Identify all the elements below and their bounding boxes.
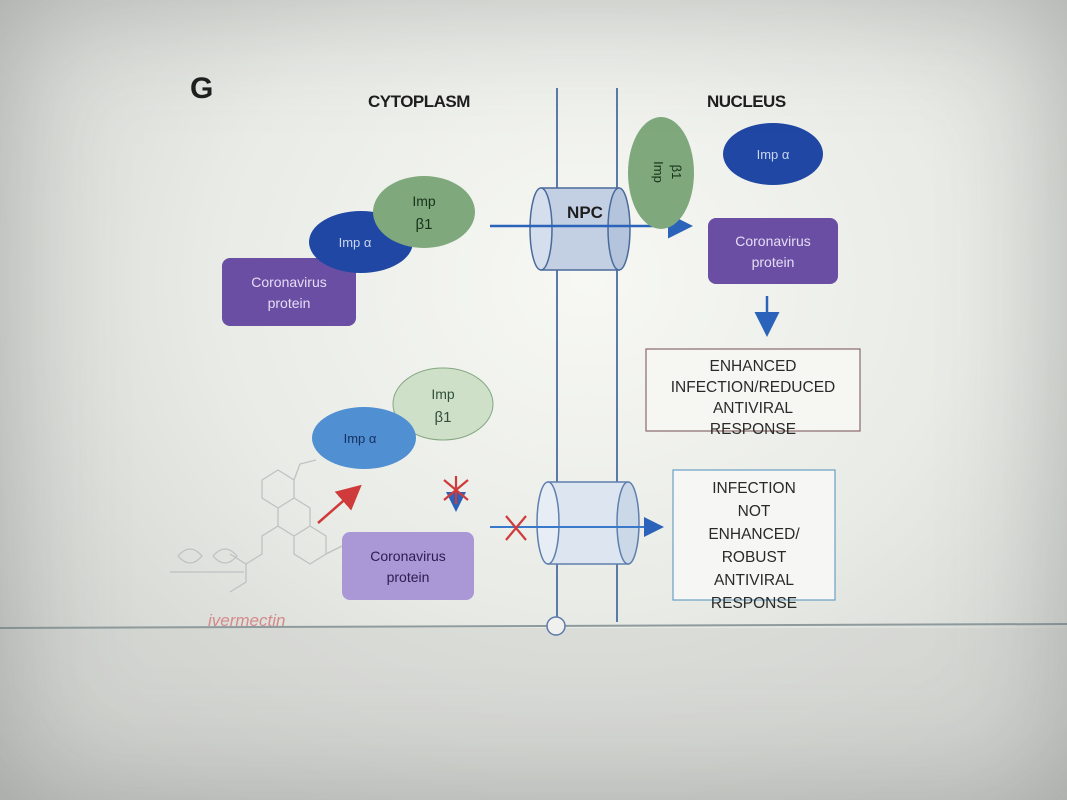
panel-letter: G [190,72,213,105]
cv-protein-cytoplasm [222,258,356,326]
imp-beta-free-label-2: β1 [435,409,452,426]
nucleus-header: NUCLEUS [707,92,786,111]
outcome-bottom-line: ENHANCED/ [708,526,800,543]
cv-protein-free-label-1: Coronavirus [370,548,445,564]
cv-protein-free [342,532,474,600]
cv-protein-cytoplasm-label-1: Coronavirus [251,274,326,290]
outcome-text-top: ENHANCED INFECTION/REDUCED ANTIVIRAL RES… [671,358,835,438]
npc-bottom-right-rim [616,481,640,565]
imp-alpha-nucleus-label: Imp α [757,147,790,162]
outcome-top-line: RESPONSE [710,421,796,438]
cytoplasm-header: CYTOPLASM [368,92,470,111]
binding-blocked-x-icon [443,476,469,504]
npc-bottom [547,481,629,565]
imp-alpha-free-label: Imp α [344,431,377,446]
cv-protein-cytoplasm-label-2: protein [268,295,311,311]
ivermectin-label: ivermectin [208,611,285,630]
imp-alpha-nucleus [723,123,823,185]
cv-protein-nucleus-label-1: Coronavirus [735,233,810,249]
imp-alpha-free [312,407,416,469]
imp-alpha-complex-label: Imp α [339,235,372,250]
outcome-text-bottom: INFECTION NOT ENHANCED/ ROBUST ANTIVIRAL… [708,480,800,612]
outcome-bottom-line: RESPONSE [711,595,797,612]
cv-protein-nucleus-label-2: protein [752,254,795,270]
screen-bezel [0,628,1067,800]
ivermectin-binding-arrow [317,484,362,524]
outcome-bottom-line: ROBUST [722,549,787,566]
imp-beta-complex-label-2: β1 [416,216,433,233]
imp-beta-nucleus [628,117,694,229]
screen-bottom-edge [0,623,1067,629]
npc-top-left-rim [529,187,553,271]
outcome-top-line: ANTIVIRAL [713,400,793,417]
npc-top [540,187,620,271]
npc-bottom-left-rim [536,481,560,565]
outcome-bottom-line: INFECTION [712,480,796,497]
outcome-bottom-line: NOT [738,503,771,520]
outcome-top-line: ENHANCED [710,358,797,375]
outcome-box-bottom [672,469,836,601]
outcome-box-top [645,348,861,432]
cv-protein-free-label-2: protein [387,569,430,585]
imp-beta-nucleus-label-2: β1 [669,165,684,180]
imp-beta-free-label-1: Imp [431,386,455,402]
cv-protein-nucleus [708,218,838,284]
outcome-bottom-line: ANTIVIRAL [714,572,794,589]
imp-beta-free [392,367,494,441]
import-blocked-x-icon [505,515,527,541]
membrane-end-cap [546,616,566,636]
imp-beta-complex-label-1: Imp [412,193,436,209]
imp-beta-nucleus-label-1: Imp [651,161,666,183]
outcome-top-line: INFECTION/REDUCED [671,379,835,396]
imp-beta-complex [373,176,475,248]
npc-label: NPC [567,203,603,222]
npc-top-right-rim [607,187,631,271]
ivermectin-structure-icon [170,459,343,593]
